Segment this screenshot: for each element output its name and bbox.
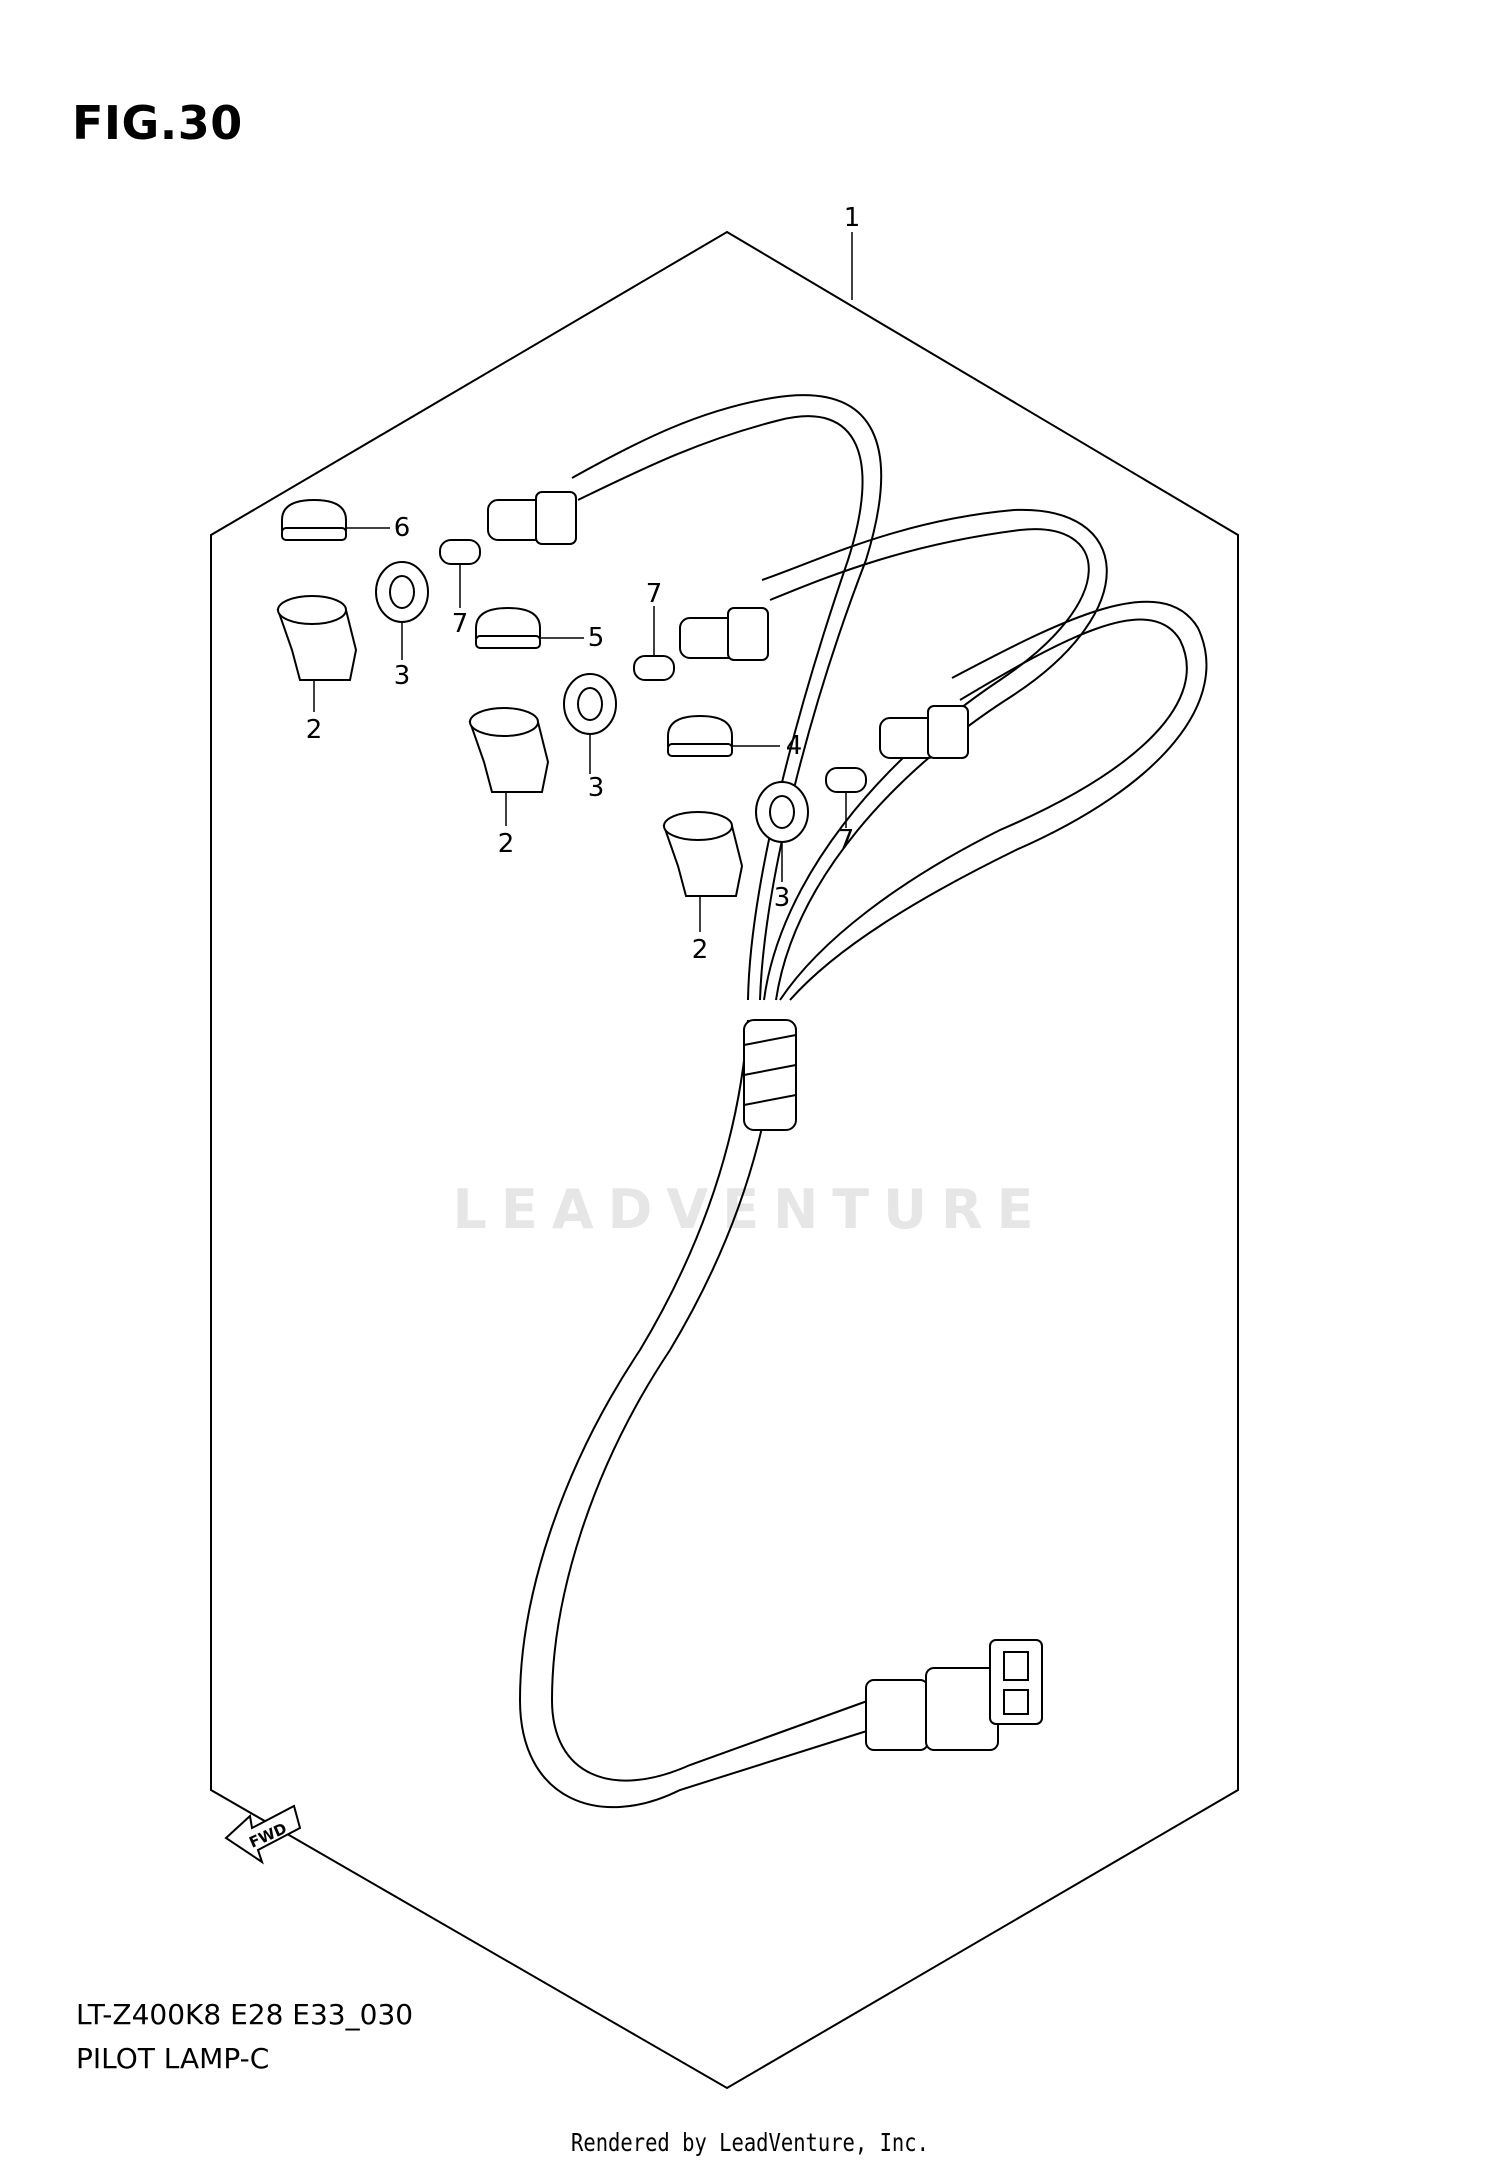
- socket-housing-part: [276, 595, 744, 897]
- part-name: PILOT LAMP-C: [76, 2042, 270, 2075]
- bulb-socket-connector: [487, 491, 969, 759]
- harness-connector: [865, 1639, 1043, 1751]
- callout-1: 1: [844, 203, 861, 233]
- callout-6: 6: [394, 513, 411, 543]
- callout-2-middle: 2: [498, 829, 515, 859]
- callout-7-left: 7: [452, 609, 469, 639]
- callout-7-right: 7: [838, 825, 855, 855]
- callout-3-right: 3: [774, 883, 791, 913]
- leader-lines: [313, 232, 853, 932]
- callout-2-right: 2: [692, 935, 709, 965]
- callout-2-left: 2: [306, 715, 323, 745]
- callout-5: 5: [588, 623, 605, 653]
- rendered-by-credit: Rendered by LeadVenture, Inc.: [571, 2128, 929, 2157]
- lamp-cap-part: [281, 498, 733, 757]
- assembly-outline: [210, 230, 1239, 2090]
- wire-harness: [518, 394, 1208, 1809]
- figure-title: FIG.30: [72, 96, 243, 150]
- bulb-part: [439, 539, 867, 793]
- fwd-arrow-icon: FWD: [224, 1804, 302, 1865]
- grommet-part: [375, 561, 809, 843]
- callout-3-left: 3: [394, 661, 411, 691]
- model-code: LT-Z400K8 E28 E33_030: [76, 1998, 414, 2031]
- callout-3-middle: 3: [588, 773, 605, 803]
- callout-4: 4: [786, 731, 803, 761]
- callout-7-middle: 7: [646, 579, 663, 609]
- watermark-text: LEADVENTURE: [452, 1178, 1048, 1241]
- tape-wrap: [743, 1019, 797, 1131]
